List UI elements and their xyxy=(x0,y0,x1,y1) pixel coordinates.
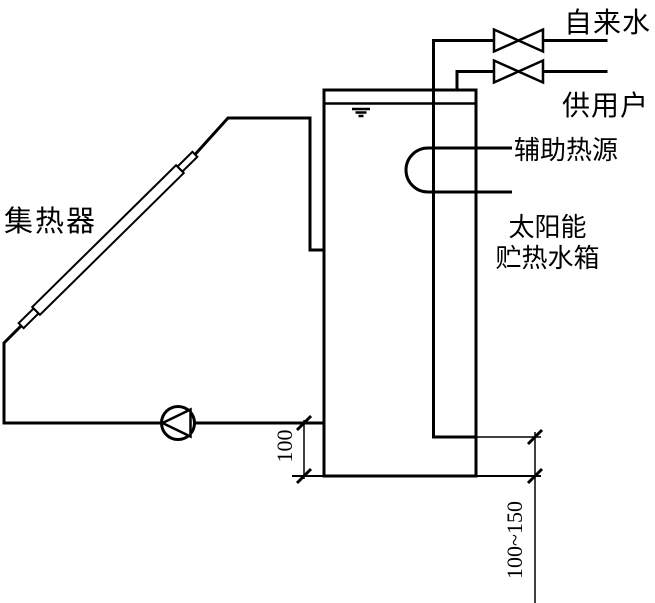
collector-to-tank-pipe xyxy=(192,116,326,252)
label-to-users: 供用户 xyxy=(562,91,650,122)
dimension-right xyxy=(476,428,544,603)
label-tap-water: 自来水 xyxy=(564,8,652,39)
storage-tank-outline xyxy=(322,88,478,478)
label-tank-name-line2: 贮热水箱 xyxy=(495,244,600,273)
solar-collector-icon xyxy=(17,150,199,330)
label-tank-name: 太阳能 贮热水箱 xyxy=(475,212,620,274)
circle-triangle-pump-icon xyxy=(159,405,196,441)
label-collector: 集热器 xyxy=(4,206,98,238)
label-aux-heat-source: 辅助热源 xyxy=(514,136,619,165)
dimension-text-100: 100 xyxy=(272,429,297,463)
tap-water-valve-icon xyxy=(492,27,545,54)
dimension-text-100-150: 100~150 xyxy=(502,501,527,579)
water-level-mark-icon xyxy=(352,107,370,118)
label-tank-name-line1: 太阳能 xyxy=(508,213,587,242)
dimension-left xyxy=(295,414,313,485)
user-supply-valve-icon xyxy=(492,58,545,85)
tank-to-collector-return-pipe xyxy=(2,323,326,425)
u-tube-coil-icon xyxy=(404,146,512,194)
user-supply-pipe xyxy=(455,70,608,92)
